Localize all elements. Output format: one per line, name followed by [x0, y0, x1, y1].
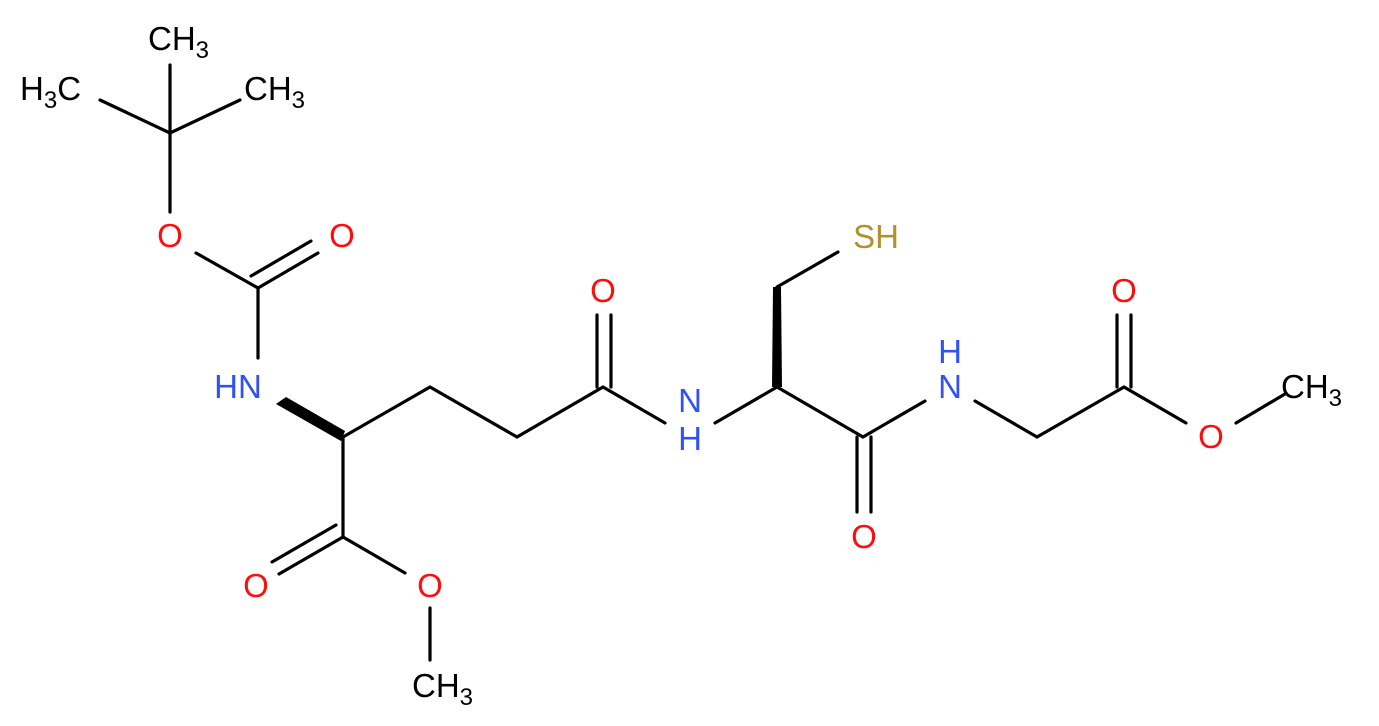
atom-labels: CH3 H3C CH3 O O HN O O CH3 O N H SH	[20, 20, 1342, 711]
bond-ester2-oxygen-to-methyl	[1234, 392, 1287, 425]
bond-ester1-carbonyl-double-a	[277, 535, 345, 576]
bond-gamma-to-amide1-carbon	[515, 385, 605, 439]
methyl-label-ester1: CH3	[412, 667, 473, 711]
bonds	[98, 63, 1287, 662]
bond-glycine-carbon-to-ester-carbon	[1035, 385, 1126, 439]
bond-tbu-quaternary-to-left-methyl	[98, 98, 172, 135]
oxygen-label-ester1-ether: O	[417, 567, 443, 604]
nitrogen-label-amide2: N	[938, 368, 962, 405]
methyl-label-tbu-right: CH3	[244, 70, 305, 114]
bond-boc-carbonyl-double-a	[256, 251, 320, 290]
wedge-bond-alpha1-to-nh	[276, 397, 345, 441]
oxygen-label-amide1-carbonyl: O	[590, 272, 616, 309]
oxygen-label-boc-ester: O	[157, 217, 183, 254]
hydrogen-label-amide1: H	[678, 420, 702, 457]
bond-ester1-carbonyl-to-ether-oxygen	[341, 535, 407, 575]
oxygen-label-ester2-ether: O	[1198, 418, 1224, 455]
hydrogen-label-amide2: H	[938, 333, 962, 370]
bond-boc-oxygen-to-carbonyl-carbon	[194, 251, 260, 290]
bond-amide2-nitrogen-to-glycine-carbon	[973, 399, 1039, 439]
nitrogen-label-amide1: N	[678, 382, 702, 419]
oxygen-label-ester1-carbonyl: O	[243, 567, 269, 604]
nitrogen-label-boc-nh: HN	[214, 368, 262, 405]
bond-boc-carbonyl-double-b	[249, 239, 313, 278]
methyl-label-tbu-top: CH3	[148, 20, 209, 64]
bond-tbu-quaternary-to-right-methyl	[168, 98, 242, 135]
bond-alpha2-to-amide2-carbon	[775, 385, 865, 439]
sulfur-label-thiol: SH	[853, 218, 899, 255]
bond-amide1-carbon-to-nitrogen	[601, 385, 667, 425]
bond-beta-to-gamma	[428, 385, 519, 439]
bond-beta-cys-to-sulfur	[775, 250, 840, 289]
methyl-label-ester2: CH3	[1281, 368, 1342, 412]
oxygen-label-amide2-carbonyl: O	[851, 518, 877, 555]
bond-ester1-carbonyl-double-b	[270, 523, 338, 564]
oxygen-label-ester2-carbonyl: O	[1111, 272, 1137, 309]
wedge-bond-alpha2-to-beta-cys	[772, 287, 782, 387]
oxygen-label-boc-carbonyl: O	[329, 217, 355, 254]
bond-amide2-carbon-to-nitrogen	[861, 399, 927, 439]
bond-ester2-carbon-to-ether-oxygen	[1122, 385, 1188, 425]
methyl-label-tbu-left: H3C	[20, 70, 81, 114]
bond-amide1-nitrogen-to-alpha2	[713, 385, 779, 425]
bond-alpha1-to-beta	[341, 385, 432, 439]
